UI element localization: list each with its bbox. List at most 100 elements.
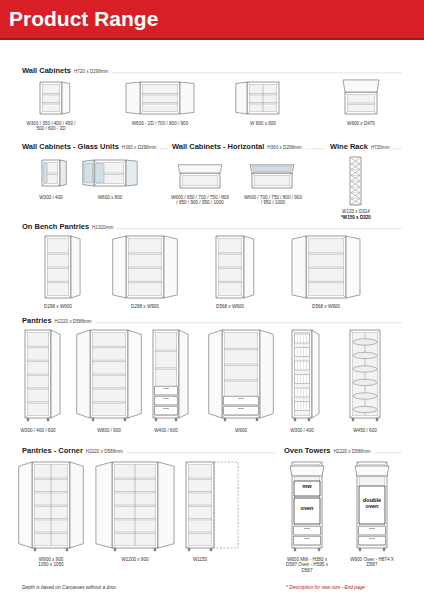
cabinet-part [155,406,178,415]
cabinet-line [303,375,304,384]
cabinet-part [295,465,320,546]
cabinet-line [68,546,71,549]
cabinet-part [219,267,242,268]
cabinet-part [189,465,212,546]
title-rule [0,38,424,40]
cabinet-line [351,199,360,205]
cabinet-part [309,253,344,254]
cabinet-part [32,462,70,548]
cabinet-part [96,462,112,548]
cabinet-line [375,92,378,95]
cabinet-line [304,538,310,539]
cabinet-part [90,330,128,418]
section-heading: Wall Cabinets [22,66,71,75]
cabinet-part [210,548,212,551]
cabinet-line [40,112,43,115]
cabinet-part [43,85,60,112]
cabinet-part [35,465,68,546]
cabinet-part [295,334,310,343]
cabinet-line [94,184,97,187]
size-caption: W900 x 900 1050 x 1050 [34,557,68,568]
cabinet-line [310,330,313,333]
cabinet-line [216,236,219,239]
cabinet-line [42,160,45,163]
cabinet-line [351,170,360,176]
cabinet-part [155,418,157,421]
cabinet-line [49,416,52,419]
cabinet-line [252,186,255,189]
cabinet-line [126,296,129,299]
cabinet-part [126,160,137,186]
cabinet-line [242,236,245,239]
cabinet-part [345,92,377,114]
cabinet-part [186,462,214,548]
cabinet-part [346,236,360,298]
cabinet-line [357,462,360,465]
cabinet-part [40,82,62,114]
size-caption: W300 / 400 [280,428,324,433]
cabinet-part [295,361,310,370]
cabinet-part [295,333,310,416]
cabinet-line [300,334,301,343]
cabinet-part [189,532,212,533]
cabinet-line [177,330,180,333]
cabinet-line [304,528,310,529]
cabinet-part [27,418,29,421]
cabinet-part [348,103,375,104]
cabinet-line [394,148,402,149]
cabinet-line [297,375,298,384]
cabinet-part [156,350,177,351]
section-heading: Wall Cabinets - Glass Units [22,142,119,151]
cabinet-line [351,193,360,199]
cabinet-line [140,82,143,85]
cabinet-line [135,465,136,546]
cabinet-line [320,546,323,549]
cabinet-part [359,486,385,524]
cabinet-line [42,184,45,187]
cabinet-part [225,364,258,365]
size-caption: W600 x D470 [336,121,386,126]
appliance-label: mw [294,484,320,490]
cabinet-line [218,186,221,189]
cabinet-line [350,330,353,333]
cabinet-line [351,187,360,193]
cabinet-part [383,548,385,551]
cabinet-line [351,164,360,170]
cabinet-part [236,82,247,114]
cabinet-line [222,416,225,419]
cabinet-line [45,236,48,239]
cabinet-line [310,416,313,419]
cabinet-line [40,82,43,85]
cabinet-line [124,160,127,163]
page-title: Product Range [9,7,158,31]
cabinet-line [351,164,360,170]
cabinet-line [112,462,115,465]
cabinet-line [292,416,295,419]
cabinet-part [224,418,226,421]
cabinet-part [309,239,344,296]
cabinet-line [162,236,165,239]
cabinet-line [212,546,215,549]
cabinet-line [351,192,360,193]
cabinet-part [28,346,49,347]
cabinet-part [48,239,69,296]
appliance-label: double oven [359,498,385,510]
dimension-note: H720mm [371,145,390,150]
cabinet-line [351,163,360,164]
cabinet-line [247,82,250,85]
cabinet-part [256,418,258,421]
cabinet-part [156,333,177,416]
cabinet-line [126,416,129,419]
cabinet-part [96,163,105,182]
cabinet-line [163,408,169,409]
cabinet-line [385,546,388,549]
cabinet-part [250,165,294,173]
cabinet-line [306,375,307,384]
cabinet-part [155,396,178,405]
cabinet-part [43,94,60,95]
cabinet-line [290,186,293,189]
cabinet-line [375,112,378,115]
cabinet-part [143,103,178,104]
cabinet-line [186,462,189,465]
